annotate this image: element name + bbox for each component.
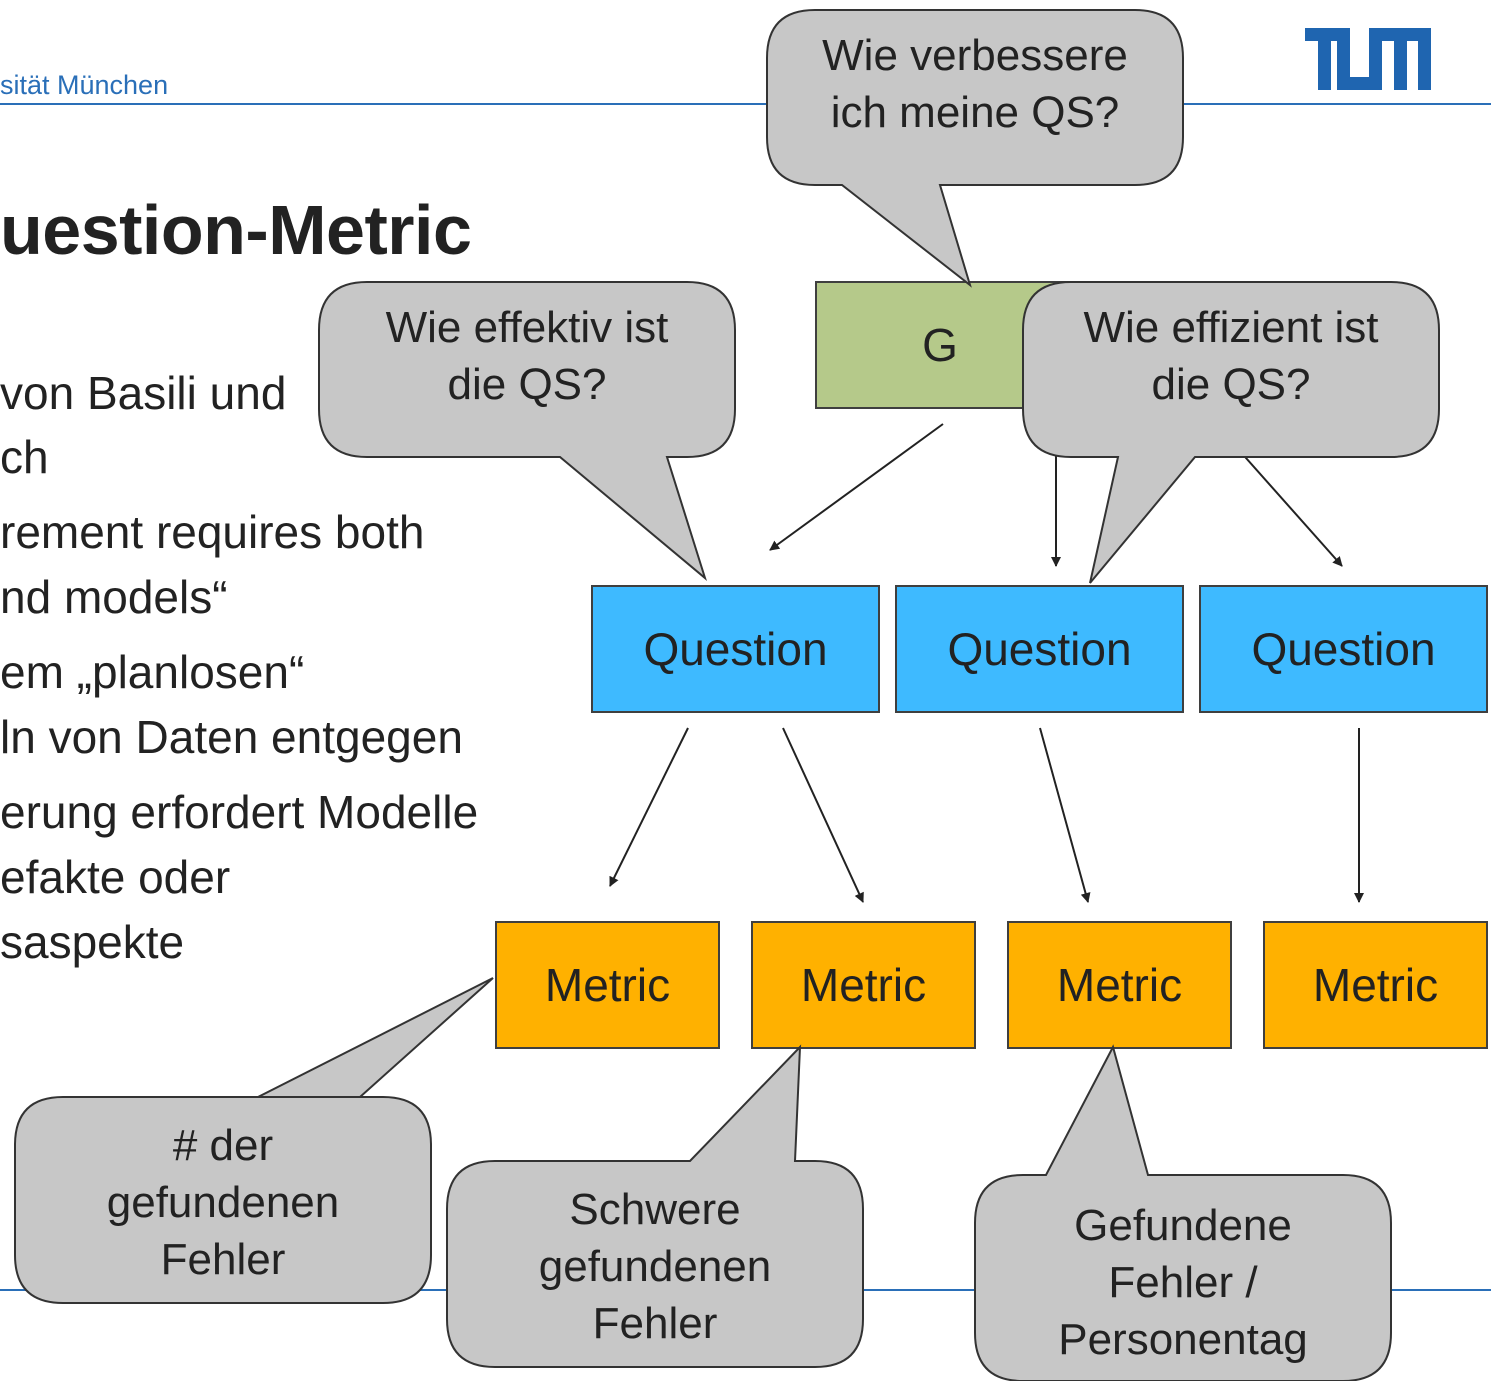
callout-metric2: Schwere gefundenen Fehler: [538, 1185, 772, 1348]
callout-effectiveness-shape: [318, 281, 736, 581]
callout-goal: Wie verbessere ich meine QS?: [822, 31, 1128, 137]
callout-effectiveness: Wie effektiv ist die QS?: [385, 303, 669, 409]
callout-goal-shape: [766, 9, 1184, 288]
question-box: Question: [1199, 585, 1488, 713]
tum-logo: [1305, 28, 1431, 90]
arrow-q1-m1: [609, 727, 689, 887]
callout-metric2-shape: [446, 1044, 864, 1368]
body-line: erung erfordert Modelle: [0, 786, 479, 838]
slide-title: uestion-Metric: [0, 191, 472, 269]
body-line: ch: [0, 431, 49, 483]
metric-label: Metric: [1312, 959, 1439, 1011]
arrow-goal-q3: [1229, 439, 1343, 567]
callout-metric1: # der gefundenen Fehler: [106, 1121, 340, 1284]
metric-box: Metric: [1007, 921, 1232, 1049]
arrow-goal-q1: [769, 423, 944, 551]
question-label: Question: [1251, 623, 1436, 675]
callout-efficiency: Wie effizient ist die QS?: [1083, 303, 1379, 409]
body-line: ln von Daten entgegen: [0, 711, 463, 763]
body-line: von Basili und: [0, 367, 287, 419]
callout-efficiency-shape: [1022, 281, 1440, 584]
callout-metric1-shape: [14, 977, 494, 1304]
body-line: efakte oder: [0, 851, 231, 903]
callout-metric3: Gefundene Fehler / Personentag: [1058, 1201, 1308, 1364]
metric-label: Metric: [800, 959, 927, 1011]
metric-label: Metric: [544, 959, 671, 1011]
body-line: saspekte: [0, 916, 185, 968]
body-line: nd models“: [0, 571, 228, 623]
metric-box: Metric: [751, 921, 976, 1049]
metric-box: Metric: [1263, 921, 1488, 1049]
metric-label: Metric: [1056, 959, 1183, 1011]
metric-box: Metric: [495, 921, 720, 1049]
arrow-q1-m2: [782, 727, 864, 903]
body-line: em „planlosen“: [0, 646, 305, 698]
question-box: Question: [591, 585, 880, 713]
university-name: sität München: [0, 70, 169, 100]
body-line: rement requires both: [0, 506, 425, 558]
question-box: Question: [895, 585, 1184, 713]
question-label: Question: [643, 623, 828, 675]
question-label: Question: [947, 623, 1132, 675]
arrow-q2-m3: [1039, 727, 1091, 903]
goal-label: G: [922, 319, 958, 371]
